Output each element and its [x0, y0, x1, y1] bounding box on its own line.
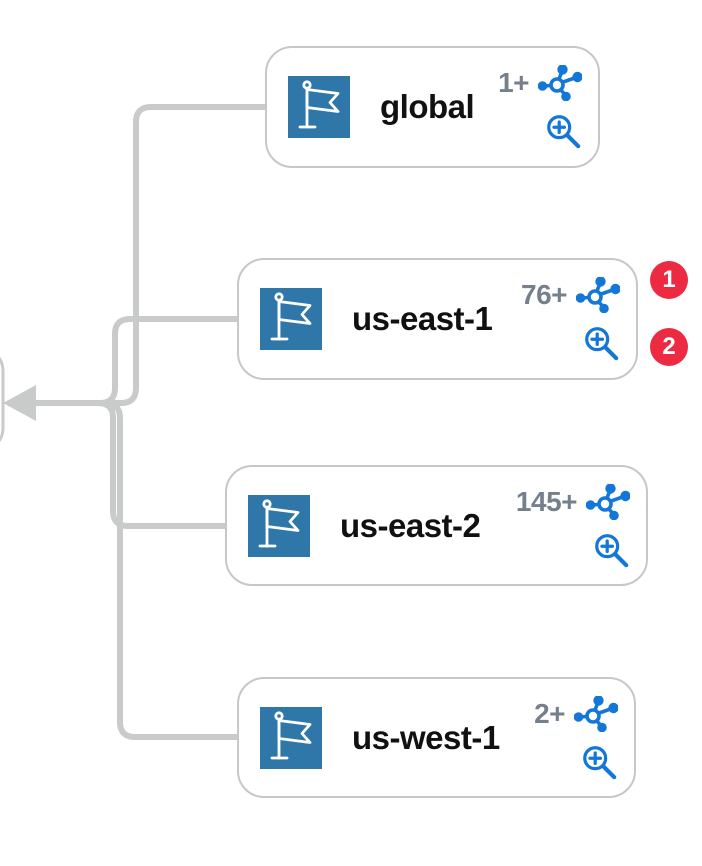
node-actions: 76+ — [521, 275, 620, 363]
zoom-in-plus-icon[interactable] — [582, 324, 620, 362]
region-flag-icon — [260, 288, 322, 350]
region-flag-icon — [260, 706, 322, 769]
resource-count: 145+ — [515, 485, 578, 517]
related-resources-icon[interactable] — [576, 277, 620, 313]
resource-count: 76+ — [521, 279, 568, 310]
zoom-in-plus-icon[interactable] — [592, 531, 630, 569]
related-resources-icon[interactable] — [538, 65, 582, 101]
region-node-us-west-1[interactable]: us-west-1 2+ — [237, 677, 636, 798]
zoom-in-plus-icon[interactable] — [580, 743, 618, 781]
region-flag-icon — [288, 76, 350, 138]
resource-count: 2+ — [534, 697, 565, 729]
region-node-us-east-2[interactable]: us-east-2 145+ — [225, 465, 648, 586]
region-label: us-west-1 — [352, 718, 500, 756]
region-flag-icon — [248, 494, 310, 557]
region-label: us-east-1 — [352, 300, 493, 337]
resource-count: 1+ — [498, 67, 529, 98]
node-actions: 1+ — [498, 63, 582, 151]
zoom-in-plus-icon[interactable] — [544, 112, 582, 150]
node-actions: 2+ — [534, 694, 618, 782]
edge-us-east-2 — [36, 400, 227, 529]
region-node-us-east-1[interactable]: us-east-1 76+ — [237, 258, 638, 380]
edge-global — [36, 104, 267, 406]
region-label: us-east-2 — [340, 506, 481, 544]
offscreen-root-node-edge — [0, 356, 5, 443]
left-arrowhead-icon — [3, 385, 36, 421]
region-label: global — [380, 88, 475, 125]
related-resources-icon[interactable] — [574, 695, 618, 732]
annotation-badge-2: 2 — [650, 328, 688, 366]
annotation-badge-1: 1 — [650, 261, 688, 299]
node-actions: 145+ — [516, 482, 630, 570]
region-node-global[interactable]: global 1+ — [265, 46, 600, 168]
edge-us-west-1 — [36, 400, 239, 740]
related-resources-icon[interactable] — [586, 483, 630, 520]
